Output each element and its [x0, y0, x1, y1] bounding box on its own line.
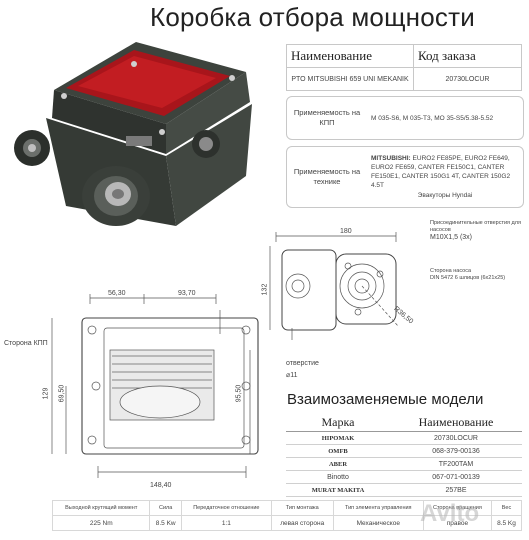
vehicle-brand: MITSUBISHI: — [371, 155, 411, 162]
vehicle-models: EURO2 FE85PE, EURO2 FE649, EURO2 FE659, … — [371, 155, 511, 189]
dim-129: 129 — [42, 387, 50, 400]
vehicle-applicability-label: Применяемость на технике — [293, 167, 361, 186]
pump-side-label: Сторона насоса — [430, 268, 472, 274]
mount-holes-label: Присоединительные отверстия для насосов — [430, 220, 521, 233]
product-image — [14, 42, 252, 226]
dim-9550: 95,50 — [235, 384, 243, 403]
specs-value: левая сторона — [270, 515, 334, 531]
gearbox-applicability: Применяемость на КПП M 035-S6, M 035-T3,… — [286, 96, 524, 140]
specs-header: Тип элемента управления — [332, 500, 424, 516]
specs-value: 8.5 Kw — [149, 515, 182, 531]
kpp-side-label: Сторона КПП — [4, 340, 48, 347]
specs-value: 225 Nm — [51, 515, 151, 531]
page-title: Коробка отбора мощности — [150, 2, 475, 32]
table-row: ABER TF200TAM — [286, 457, 522, 471]
spec-product-code: 20730LOCUR — [413, 67, 522, 91]
specs-value: 8.5 Kg — [490, 515, 523, 531]
specs-value: 1:1 — [180, 515, 272, 531]
specs-value-row: 225 Nm 8.5 Kw 1:1 левая сторона Механиче… — [51, 515, 523, 531]
specs-header: Выходной крутящий момент — [51, 500, 151, 516]
watermark: Avito — [420, 500, 480, 527]
dim-180: 180 — [340, 228, 352, 235]
specs-header: Вес — [490, 500, 523, 516]
table-row: Binotto 067-071-00139 — [286, 470, 522, 484]
mount-holes-note: Присоединительные отверстия для насосов … — [430, 220, 525, 241]
table-row: OMFB 068-379-00136 — [286, 444, 522, 458]
spec-table: Наименование Код заказа PTO MITSUBISHI 6… — [286, 44, 522, 91]
replacements-table: Марка Наименование HIPOMAK 20730LOCUR OM… — [286, 414, 522, 497]
pump-spline-value: DIN 5472 6 шлицов (6x21x25) — [430, 275, 506, 281]
replacements-col-brand: Марка — [286, 414, 390, 432]
vehicle-applicability: Применяемость на технике MITSUBISHI: EUR… — [286, 146, 524, 208]
gearbox-applicability-value: M 035-S6, M 035-T3, MO 35-S5/5.38-5.52 — [371, 114, 494, 122]
spec-col-code: Код заказа — [413, 44, 522, 68]
hole-label: отверстие — [286, 360, 319, 367]
specs-header: Тип монтажа — [270, 500, 334, 516]
dim-6950: 69,50 — [58, 384, 66, 403]
pump-side-note: Сторона насоса DIN 5472 6 шлицов (6x21x2… — [430, 268, 525, 282]
vehicle-applicability-value: MITSUBISHI: EURO2 FE85PE, EURO2 FE649, E… — [367, 151, 523, 203]
specs-header: Передаточное отношение — [180, 500, 272, 516]
spec-product-name: PTO MITSUBISHI 659 UNI MEKANIK — [286, 67, 414, 91]
front-view-drawing — [51, 294, 259, 478]
table-row: MURAT MAKITA 257BE — [286, 483, 522, 497]
specs-table: Выходной крутящий момент Сила Передаточн… — [51, 500, 523, 531]
specs-header: Сила — [149, 500, 182, 516]
replacements-col-name: Наименование — [390, 414, 522, 432]
side-view-drawing — [269, 232, 399, 340]
dim-9370: 93,70 — [178, 290, 196, 297]
replacements-heading: Взаимозаменяемые модели — [287, 391, 484, 408]
dim-14840: 148,40 — [150, 482, 172, 489]
table-row: HIPOMAK 20730LOCUR — [286, 431, 522, 445]
dim-5630: 56,30 — [108, 290, 126, 297]
vehicle-extra: Эвакуторы Hyndai — [417, 192, 473, 199]
mount-holes-value: M10X1,5 (3x) — [430, 234, 473, 241]
gearbox-applicability-label: Применяемость на КПП — [293, 108, 361, 127]
dim-132: 132 — [261, 283, 269, 296]
spec-col-name: Наименование — [286, 44, 414, 68]
specs-value: Механическое — [332, 515, 424, 531]
hole-value: ⌀11 — [286, 372, 298, 379]
